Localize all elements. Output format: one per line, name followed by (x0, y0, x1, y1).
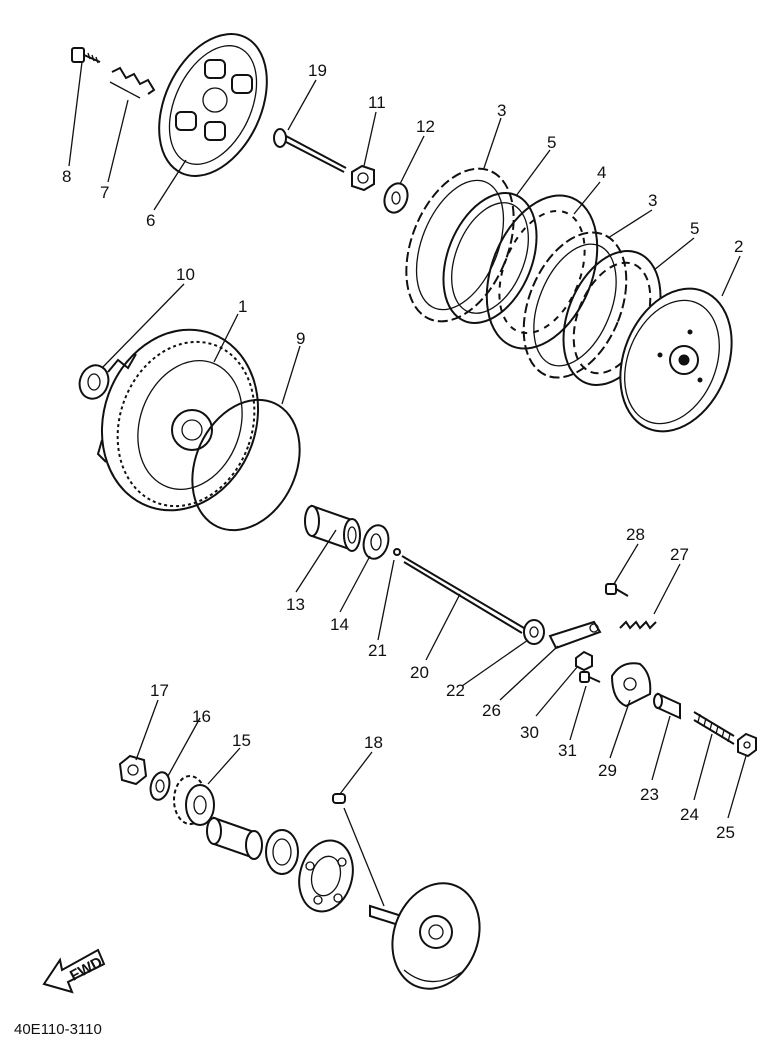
callout-6: 6 (146, 211, 155, 230)
part-26-push-lever (548, 620, 602, 650)
part-5-plate (442, 192, 538, 324)
callout-9: 9 (296, 329, 305, 348)
callout-3a: 3 (497, 101, 506, 120)
callout-25: 25 (716, 823, 735, 842)
collar (265, 829, 299, 875)
part-9-o-ring (191, 398, 301, 532)
fwd-arrow-icon: FWD (42, 948, 105, 994)
callout-17: 17 (150, 681, 169, 700)
leader-lines (68, 61, 747, 907)
part-29-adjuster-housing (610, 662, 652, 708)
callout-5a: 5 (547, 133, 556, 152)
crankshaft (369, 882, 481, 990)
callout-22: 22 (446, 681, 465, 700)
callout-16: 16 (192, 707, 211, 726)
callout-15: 15 (232, 731, 251, 750)
part-19-push-rod (273, 128, 347, 173)
callout-31: 31 (558, 741, 577, 760)
part-13-spacer (304, 504, 361, 552)
callout-5b: 5 (690, 219, 699, 238)
callout-1: 1 (238, 297, 247, 316)
part-12-washer (383, 182, 409, 214)
callout-21: 21 (368, 641, 387, 660)
part-24-threaded-rod (693, 711, 735, 745)
callout-27: 27 (670, 545, 689, 564)
part-10-washer (78, 364, 110, 400)
part-23-adjusting-screw (653, 692, 681, 720)
part-17-nut (118, 754, 148, 786)
part-3-friction-plate (405, 167, 515, 323)
bearing (298, 839, 354, 913)
callout-26: 26 (482, 701, 501, 720)
part-3-friction-plate-2 (522, 231, 628, 379)
part-25-nut (737, 732, 757, 758)
callout-24: 24 (680, 805, 699, 824)
callout-2: 2 (734, 237, 743, 256)
part-16-washer (149, 771, 171, 801)
callout-4: 4 (597, 163, 606, 182)
part-20-push-rod (401, 555, 525, 634)
callout-11: 11 (368, 93, 386, 112)
drawing-code: 40E110-3110 (14, 1021, 102, 1038)
part-7-spring (109, 66, 156, 99)
callout-10: 10 (176, 265, 195, 284)
callout-7: 7 (100, 183, 109, 202)
part-14-washer (362, 524, 390, 560)
part-18-key (332, 793, 346, 804)
part-30-nut (575, 650, 593, 672)
part-6-pressure-plate (158, 33, 268, 177)
part-31-bolt (579, 671, 601, 683)
part-21-ball (393, 548, 401, 556)
part-8-bolt (71, 47, 101, 64)
callout-12: 12 (416, 117, 435, 136)
callout-3b: 3 (648, 191, 657, 210)
part-27-spring (619, 620, 657, 630)
part-28-screw (605, 583, 629, 597)
callout-28: 28 (626, 525, 645, 544)
callout-18: 18 (364, 733, 383, 752)
callout-20: 20 (410, 663, 429, 682)
callout-labels: 1 2 3 3 4 5 5 6 7 8 9 10 11 12 13 14 15 … (62, 61, 743, 842)
callout-19: 19 (308, 61, 327, 80)
callout-30: 30 (520, 723, 539, 742)
callout-13: 13 (286, 595, 305, 614)
callout-8: 8 (62, 167, 71, 186)
callout-14: 14 (330, 615, 349, 634)
part-22-seal (523, 619, 545, 645)
callout-23: 23 (640, 785, 659, 804)
part-2-clutch-boss (619, 287, 733, 433)
part-11-nut (351, 164, 375, 192)
part-15-drive-gear (173, 775, 215, 826)
part-1-clutch-housing (96, 328, 260, 512)
callout-29: 29 (598, 761, 617, 780)
collar-spacer (206, 816, 263, 860)
